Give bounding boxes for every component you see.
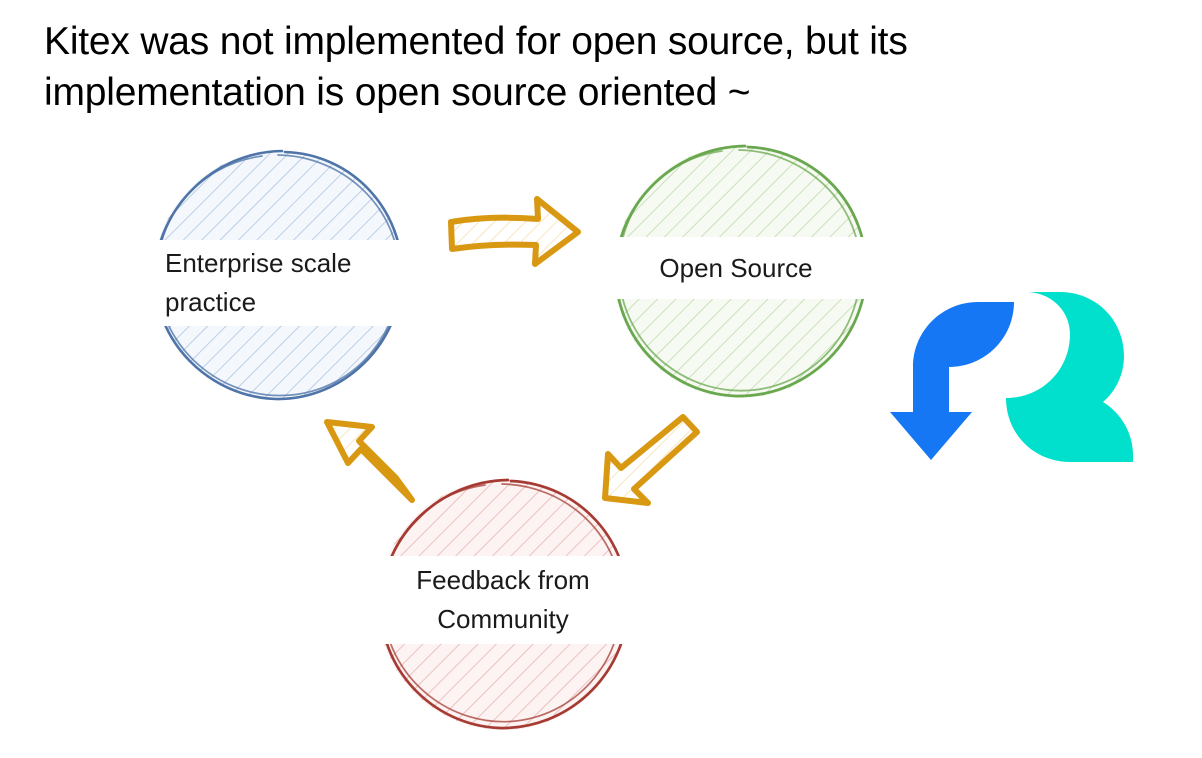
arrow-enterprise-to-opensource (448, 196, 581, 267)
node-label-open-source: Open Source (602, 237, 870, 299)
page-title: Kitex was not implemented for open sourc… (44, 16, 1134, 118)
logo-blue-arrow (890, 302, 1014, 460)
node-enterprise-outline-b (156, 154, 401, 397)
node-label-line: Enterprise scale (165, 248, 352, 278)
title-line-1: Kitex was not implemented for open sourc… (44, 20, 908, 63)
logo-teal-shape (1006, 292, 1133, 462)
title-line-2: implementation is open source oriented ~ (44, 71, 751, 114)
arrow-feedback-to-enterprise (324, 419, 415, 503)
node-opensource-outline-b (618, 149, 862, 392)
node-label-enterprise-scale-practice: Enterprise scale practice (145, 240, 407, 326)
node-label-line: Open Source (659, 252, 813, 283)
node-label-line: practice (165, 287, 257, 317)
arrow-opensource-to-feedback (602, 414, 700, 506)
arrow-down-left-shape (602, 414, 700, 506)
arrow-right-shape (448, 196, 581, 267)
node-label-line: Community (437, 604, 569, 634)
node-label-feedback-from-community: Feedback from Community (372, 556, 634, 644)
kitex-logo (884, 286, 1136, 468)
arrow-up-left-shape (324, 419, 415, 503)
node-label-line: Feedback from (416, 565, 590, 595)
